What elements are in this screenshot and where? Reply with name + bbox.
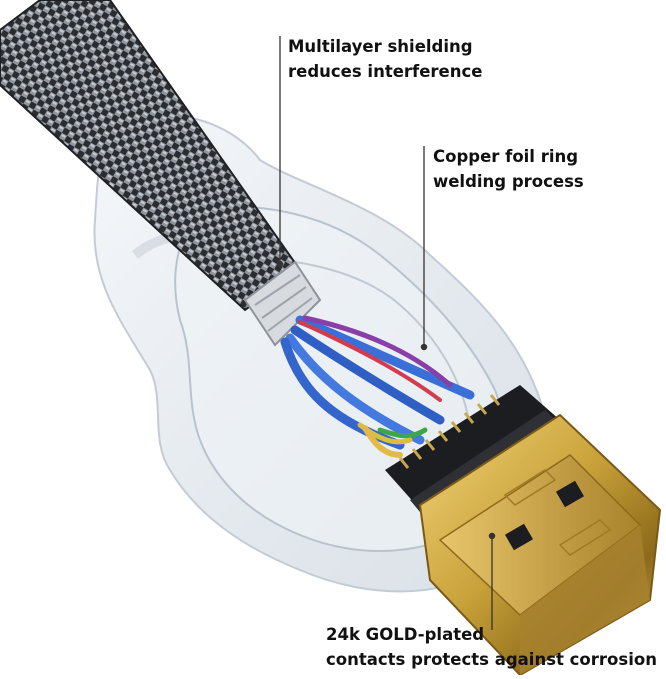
hdmi-plug-icon xyxy=(385,385,662,677)
callout-shielding: Multilayer shielding reduces interferenc… xyxy=(288,34,482,84)
callout-shielding-line2: reduces interference xyxy=(288,62,483,81)
inner-wires-icon xyxy=(280,315,475,458)
leader-dot-copper xyxy=(420,343,428,351)
leader-dot-gold xyxy=(488,532,496,540)
leader-dot-shielding xyxy=(276,260,284,268)
callout-copper-line2: welding process xyxy=(433,172,584,191)
callout-gold-line2: contacts protects against corrosion xyxy=(326,650,657,669)
callout-gold-contacts: 24k GOLD-plated contacts protects agains… xyxy=(326,622,657,672)
callout-copper-line1: Copper foil ring xyxy=(433,147,579,166)
callout-gold-line1: 24k GOLD-plated xyxy=(326,625,485,644)
callout-copper-foil: Copper foil ring welding process xyxy=(433,144,584,194)
callout-shielding-line1: Multilayer shielding xyxy=(288,37,473,56)
leader-lines xyxy=(276,36,496,630)
braided-cable-icon xyxy=(0,0,322,347)
